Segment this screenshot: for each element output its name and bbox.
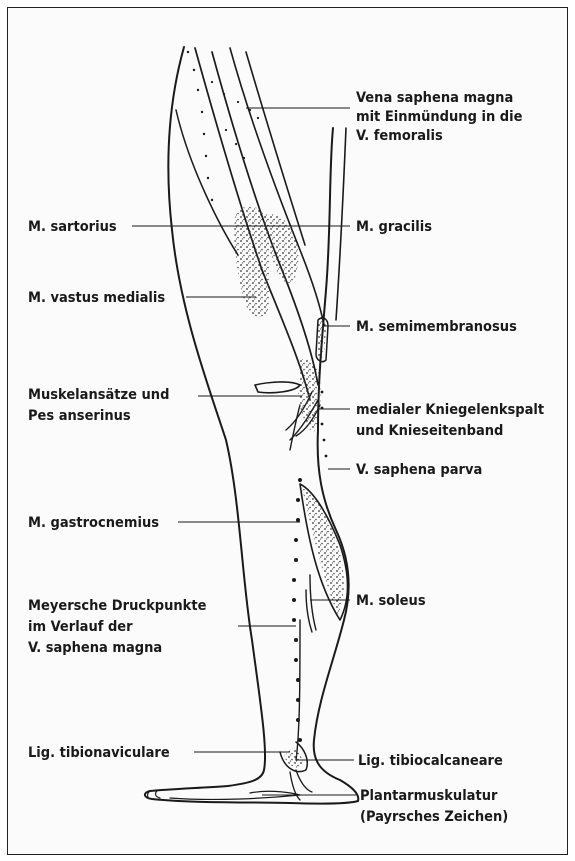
label-m-soleus: M. soleus [356, 593, 426, 609]
label-plantarmuskulatur-1: Plantarmuskulatur [360, 788, 498, 804]
plantar-lines [250, 791, 300, 795]
label-m-vastus-medialis: M. vastus medialis [28, 290, 165, 306]
pes-anserinus-shape [255, 382, 300, 393]
label-kniegelenkspalt-1: medialer Kniegelenkspalt [356, 402, 544, 418]
label-m-sartorius: M. sartorius [28, 219, 117, 235]
stippled-areas [234, 207, 343, 768]
label-lig-tibionaviculare: Lig. tibionaviculare [28, 745, 170, 761]
label-kniegelenkspalt-2: und Knieseitenband [356, 423, 503, 439]
labels: Vena saphena magna mit Einmündung in die… [28, 90, 544, 825]
leg-outline-right [314, 128, 359, 801]
label-vena-saphena-magna-3: V. femoralis [356, 128, 443, 144]
label-meyersche-1: Meyersche Druckpunkte [28, 598, 207, 614]
label-plantarmuskulatur-2: (Payrsches Zeichen) [360, 809, 508, 825]
label-muskelansaetze-1: Muskelansätze und [28, 387, 169, 403]
label-meyersche-2: im Verlauf der [28, 619, 133, 635]
leg-outline-left [145, 47, 358, 804]
label-lig-tibiocalcaneare: Lig. tibiocalcaneare [358, 753, 503, 769]
label-muskelansaetze-2: Pes anserinus [28, 408, 131, 424]
label-m-gastrocnemius: M. gastrocnemius [28, 515, 159, 531]
label-m-gracilis: M. gracilis [356, 219, 432, 235]
label-meyersche-3: V. saphena magna [28, 640, 162, 656]
soleus-lines [306, 575, 316, 632]
label-v-saphena-parva: V. saphena parva [356, 462, 482, 478]
vastus-medialis-area [234, 207, 270, 317]
thigh-inner-line [336, 128, 346, 320]
pes-anserinus-area [298, 359, 321, 432]
label-vena-saphena-magna-2: mit Einmündung in die [356, 109, 523, 125]
gastrocnemius-area [302, 488, 344, 615]
foot-sole-line [170, 795, 300, 799]
label-m-semimembranosus: M. semimembranosus [356, 319, 517, 335]
thigh-inner-contour [176, 110, 238, 255]
label-vena-saphena-magna-1: Vena saphena magna [356, 90, 513, 106]
knee-side-lines [290, 405, 300, 450]
